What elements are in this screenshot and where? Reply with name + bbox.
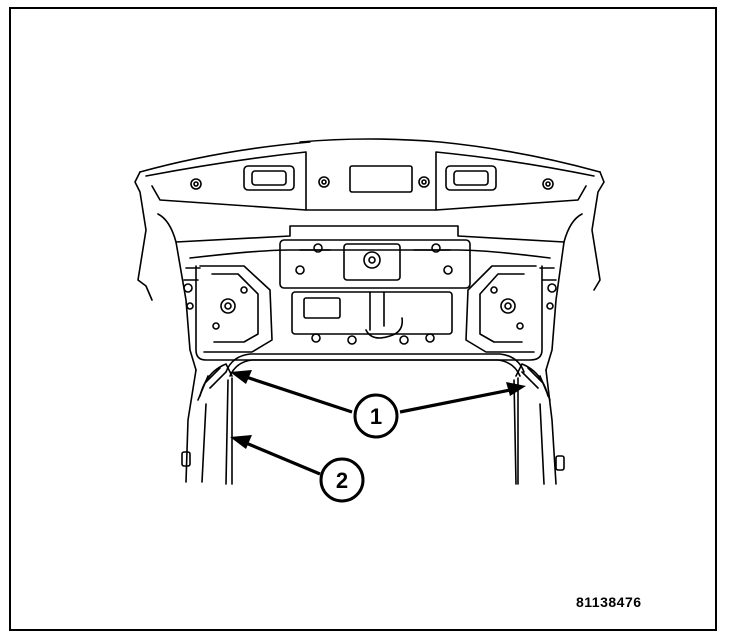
figure-number: 81138476 bbox=[576, 594, 642, 610]
header-light-right bbox=[445, 165, 497, 191]
figure-frame bbox=[9, 7, 717, 631]
callout-1-arrow-right bbox=[399, 382, 526, 414]
drain-hose-right bbox=[513, 379, 565, 485]
drain-hose-left bbox=[181, 379, 229, 485]
callout-2-label: 2 bbox=[336, 468, 348, 493]
drain-channel-right bbox=[515, 363, 551, 401]
center-console-plate bbox=[349, 165, 413, 193]
right-track-assembly bbox=[465, 265, 557, 353]
roof-panel-outline bbox=[134, 138, 605, 301]
sunroof-motor-bracket bbox=[279, 239, 471, 345]
header-light-left bbox=[243, 165, 295, 191]
callout-2-arrow bbox=[230, 435, 321, 476]
left-track-assembly bbox=[183, 265, 273, 353]
sunroof-opening bbox=[225, 353, 525, 485]
drain-channel-left bbox=[197, 363, 233, 401]
callout-1-label: 1 bbox=[370, 404, 382, 429]
header-fasteners bbox=[190, 176, 554, 190]
callout-1: 1 bbox=[353, 393, 399, 439]
callout-2: 2 bbox=[319, 457, 365, 503]
callout-1-arrow-left bbox=[230, 370, 353, 414]
side-rails bbox=[185, 369, 557, 485]
